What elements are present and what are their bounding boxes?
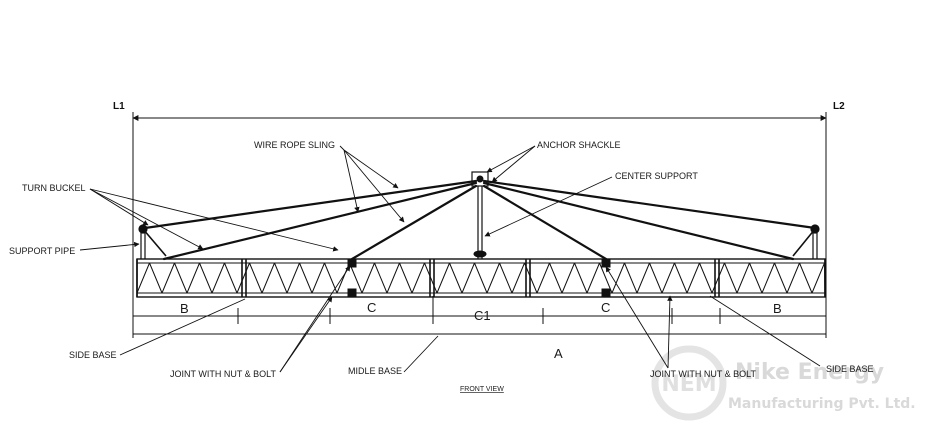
label-center-support: CENTER SUPPORT [615, 171, 698, 181]
wire-rope-slings [143, 179, 817, 261]
watermark-company-subtitle: Manufacturing Pvt. Ltd. [728, 396, 916, 412]
overall-reference-line [132, 112, 827, 338]
label-support-pipe: SUPPORT PIPE [9, 246, 75, 256]
label-midle-base: MIDLE BASE [348, 366, 402, 376]
end-mark-l1: L1 [113, 101, 125, 112]
leader-lines [79, 145, 821, 373]
center-support-mast [471, 171, 489, 259]
watermark: NEM Nike Energy Manufacturing Pvt. Ltd. [651, 345, 916, 421]
end-mark-l2: L2 [833, 101, 845, 112]
watermark-logo-text: NEM [661, 372, 716, 397]
watermark-company-name: Nike Energy [735, 360, 884, 385]
label-turn-buckel: TURN BUCKEL [22, 183, 86, 193]
dimension-overall-a: A [554, 346, 563, 361]
watermark-logo-ring [651, 345, 727, 421]
dimension-c-right: C [601, 300, 610, 315]
label-side-base-right: SIDE BASE [826, 364, 874, 374]
label-joint-left: JOINT WITH NUT & BOLT [170, 369, 277, 379]
dimension-c1: C1 [474, 308, 491, 323]
support-pipe-left [138, 224, 167, 259]
dimension-b-right: B [773, 301, 782, 316]
support-pipe-right [792, 224, 820, 259]
dimension-b-left: B [180, 301, 189, 316]
label-joint-right: JOINT WITH NUT & BOLT [650, 369, 757, 379]
label-wire-rope-sling: WIRE ROPE SLING [254, 140, 335, 150]
label-side-base-left: SIDE BASE [69, 350, 117, 360]
drawing-caption: FRONT VIEW [460, 386, 504, 393]
dimension-c-left: C [367, 300, 376, 315]
label-anchor-shackle: ANCHOR SHACKLE [537, 140, 621, 150]
dimension-line [133, 296, 826, 335]
truss-structure [136, 258, 826, 298]
